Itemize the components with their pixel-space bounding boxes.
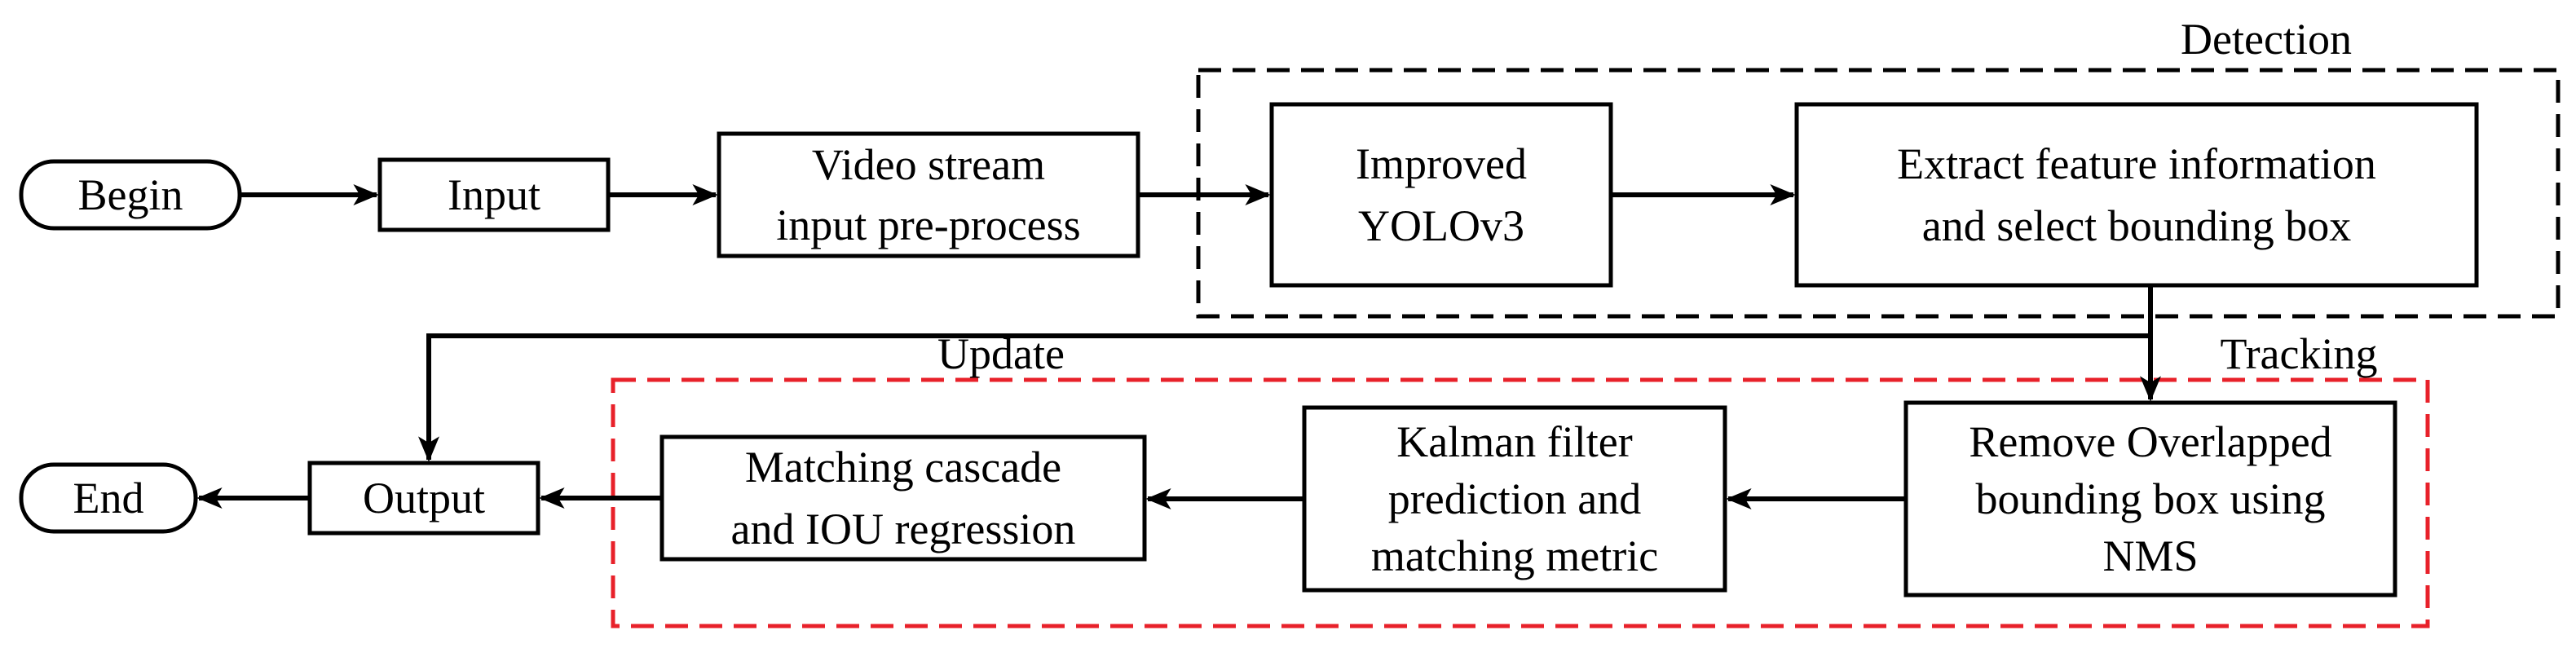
node-text-line: NMS [2102,531,2198,580]
node-text-line: Input [448,170,540,219]
arrow-extract-output [418,333,2150,462]
yolo-node [1269,102,1613,288]
extract-text: Extract feature information and select bo… [1897,139,2376,250]
node-text-line: prediction and [1388,474,1641,523]
node-text-line: and select bounding box [1922,201,2351,250]
tracking-region [611,377,2430,628]
node-text-line: Extract feature information [1897,139,2376,188]
end-text: End [73,474,144,523]
output-node [307,461,540,536]
connectors [196,184,2161,509]
node-text-line: YOLOv3 [1358,201,1524,250]
node-text-line: matching metric [1371,531,1658,580]
kalman-node [1302,405,1727,593]
tracking-label: Tracking [2220,329,2377,378]
node-text-line: Kalman filter [1396,417,1632,466]
nms-node [1903,400,2397,597]
begin-text: Begin [78,170,183,219]
input-node [377,157,611,232]
node-text-line: Video stream [812,140,1045,189]
end-node [19,462,198,534]
video-preprocess-text: Video stream input pre-process [776,140,1080,249]
node-text-line: End [73,474,144,523]
input-text: Input [448,170,540,219]
node-text-line: Remove Overlapped [1969,417,2331,466]
video-preprocess-node [717,131,1140,258]
node-text-line: Begin [78,170,183,219]
kalman-text: Kalman filter prediction and matching metr… [1371,417,1658,580]
matching-text: Matching cascade and IOU regression [731,443,1076,553]
node-text-line: Matching cascade [745,443,1061,492]
node-text-line: Improved [1356,139,1527,188]
node-text-line: input pre-process [776,201,1080,249]
detection-label: Detection [2181,15,2352,64]
node-text-line: Output [363,474,485,523]
extract-node [1794,102,2479,288]
output-text: Output [363,474,485,523]
node-text-line: bounding box using [1975,474,2325,523]
node-text-line: and IOU regression [731,505,1076,553]
matching-node [659,434,1147,562]
